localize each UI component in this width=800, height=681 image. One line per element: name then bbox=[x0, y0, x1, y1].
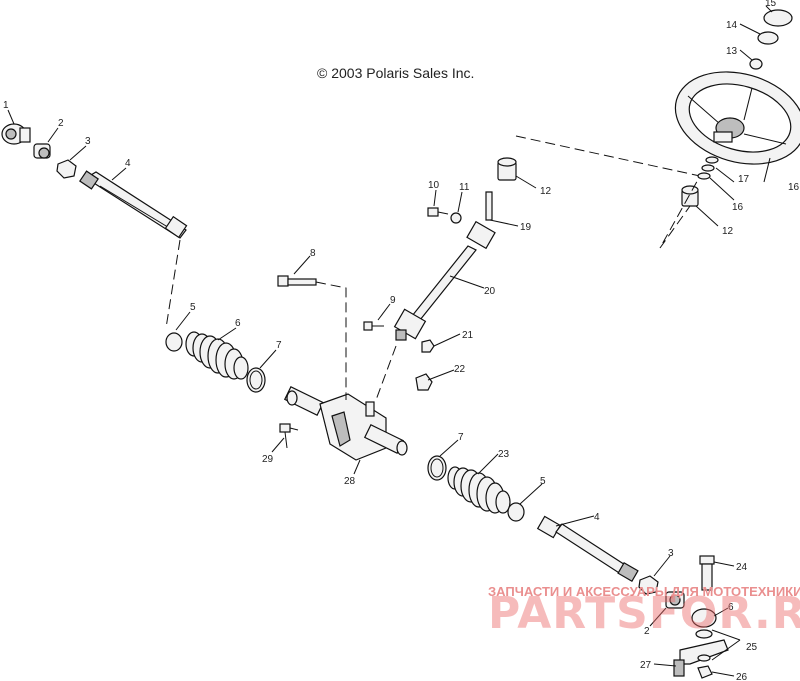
watermark: ЗАПЧАСТИ И АКСЕССУАРЫ ДЛЯ МОТОТЕХНИКИ PA… bbox=[488, 584, 800, 639]
callout-4: 4 bbox=[125, 158, 131, 169]
callout-20: 20 bbox=[484, 286, 496, 297]
jam-nut-right bbox=[638, 575, 659, 595]
callout-7-right: 7 bbox=[458, 432, 464, 443]
callout-12-top: 12 bbox=[540, 186, 552, 197]
boot-right bbox=[447, 466, 511, 514]
steering-wheel bbox=[674, 71, 800, 165]
nut-11 bbox=[450, 212, 462, 224]
bushing-12-bottom bbox=[681, 185, 699, 207]
steering-shaft bbox=[393, 191, 496, 341]
ring-right bbox=[507, 502, 525, 522]
nut-22 bbox=[415, 373, 433, 391]
leader-line bbox=[515, 135, 701, 249]
steering-rack bbox=[283, 386, 408, 461]
watermark-logo: PARTSFOR.RU bbox=[488, 588, 800, 639]
nut-21 bbox=[421, 339, 435, 353]
callout-17: 17 bbox=[738, 174, 750, 185]
boot-left bbox=[185, 331, 249, 380]
callout-8: 8 bbox=[310, 248, 316, 259]
leader-line bbox=[165, 239, 181, 329]
callout-2-right: 2 bbox=[644, 626, 650, 637]
callout-2: 2 bbox=[58, 118, 64, 129]
callout-16-wheel: 16 bbox=[788, 182, 800, 193]
callout-6: 6 bbox=[235, 318, 241, 329]
callout-leaders bbox=[7, 5, 773, 677]
callout-24: 24 bbox=[736, 562, 748, 573]
callout-25: 25 bbox=[746, 642, 758, 653]
bolt-9 bbox=[363, 321, 384, 331]
callout-12-bottom: 12 bbox=[722, 226, 734, 237]
copyright-text: © 2003 Polaris Sales Inc. bbox=[317, 65, 474, 81]
callout-26: 26 bbox=[736, 672, 748, 681]
cap-15 bbox=[763, 9, 793, 27]
callout-22: 22 bbox=[454, 364, 466, 375]
bolt-29 bbox=[279, 423, 299, 449]
callout-23: 23 bbox=[498, 449, 510, 460]
callout-14: 14 bbox=[726, 20, 738, 31]
callout-6-right: 6 bbox=[728, 602, 734, 613]
bolt-10 bbox=[427, 207, 449, 217]
callout-5: 5 bbox=[190, 302, 196, 313]
callout-7: 7 bbox=[276, 340, 282, 351]
callout-11: 11 bbox=[459, 182, 470, 193]
bushing-12-top bbox=[497, 157, 517, 181]
callout-1: 1 bbox=[3, 100, 9, 111]
leader-line bbox=[375, 345, 397, 401]
cap-14 bbox=[757, 31, 779, 45]
castle-nut-right bbox=[665, 591, 685, 609]
callout-labels: 1 2 3 4 5 6 7 8 9 10 11 12 12 13 14 15 1… bbox=[3, 0, 800, 681]
castle-nut-left bbox=[33, 143, 51, 159]
callout-3: 3 bbox=[85, 136, 91, 147]
callout-13: 13 bbox=[726, 46, 738, 57]
callout-28: 28 bbox=[344, 476, 356, 487]
tie-rod-end-left bbox=[1, 123, 31, 145]
callout-19: 19 bbox=[520, 222, 532, 233]
clamp-right bbox=[427, 455, 447, 481]
callout-29: 29 bbox=[262, 454, 274, 465]
tie-rod-end-right bbox=[673, 608, 729, 679]
tie-rod-right bbox=[536, 515, 639, 583]
callout-4-right: 4 bbox=[594, 512, 600, 523]
ring-left bbox=[165, 332, 183, 352]
callout-5-right: 5 bbox=[540, 476, 546, 487]
callout-15: 15 bbox=[765, 0, 777, 9]
jam-nut-left bbox=[56, 159, 77, 179]
washers-16-17 bbox=[697, 156, 719, 180]
callout-9: 9 bbox=[390, 295, 396, 306]
bolt-24 bbox=[699, 555, 715, 591]
tie-rod-left bbox=[79, 170, 188, 239]
clamp-left bbox=[246, 367, 266, 393]
callout-3-right: 3 bbox=[668, 548, 674, 559]
callout-27: 27 bbox=[640, 660, 652, 671]
callout-16-washer: 16 bbox=[732, 202, 744, 213]
bolt-8 bbox=[277, 275, 317, 287]
watermark-tagline: ЗАПЧАСТИ И АКСЕССУАРЫ ДЛЯ МОТОТЕХНИКИ bbox=[488, 584, 800, 599]
leader-line bbox=[315, 281, 347, 400]
callout-21: 21 bbox=[462, 330, 474, 341]
nut-13 bbox=[749, 58, 763, 70]
callout-10: 10 bbox=[428, 180, 440, 191]
